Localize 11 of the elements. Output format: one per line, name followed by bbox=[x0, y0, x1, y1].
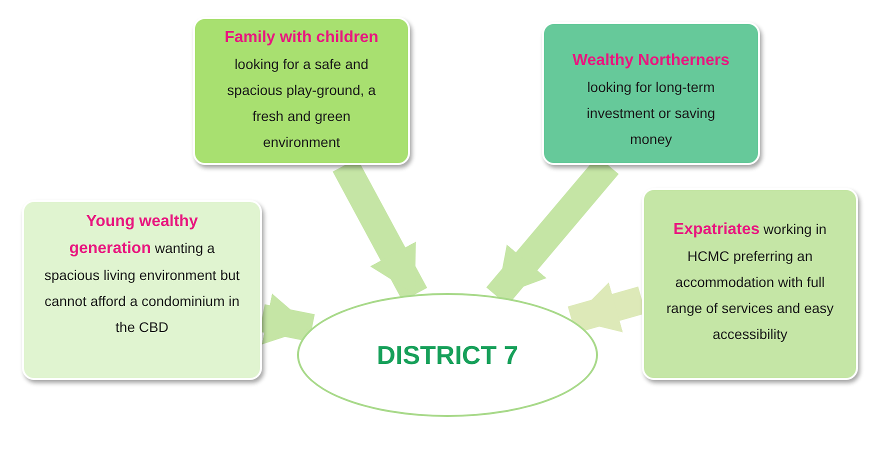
segment-card bbox=[542, 22, 760, 165]
segment-card bbox=[642, 188, 858, 380]
district-label: DISTRICT 7 bbox=[376, 338, 518, 372]
segment-description: looking for a safe and spacious play-ground, a fresh and green environment bbox=[226, 55, 377, 152]
segment-heading: Family with children bbox=[224, 28, 378, 48]
segment-description: looking for long-term investment or saving money bbox=[586, 78, 716, 149]
segment-description: Expatriates working in HCMC preferring an accommodation with full range of services and easy accessibility bbox=[665, 220, 835, 344]
segment-heading: Wealthy Northerners bbox=[572, 51, 730, 71]
segment-card bbox=[22, 200, 262, 380]
segment-card bbox=[193, 17, 410, 165]
segment-description: Young wealthy generation wanting a spacious living environment but cannot afford a condominium in the CBD bbox=[44, 212, 240, 337]
